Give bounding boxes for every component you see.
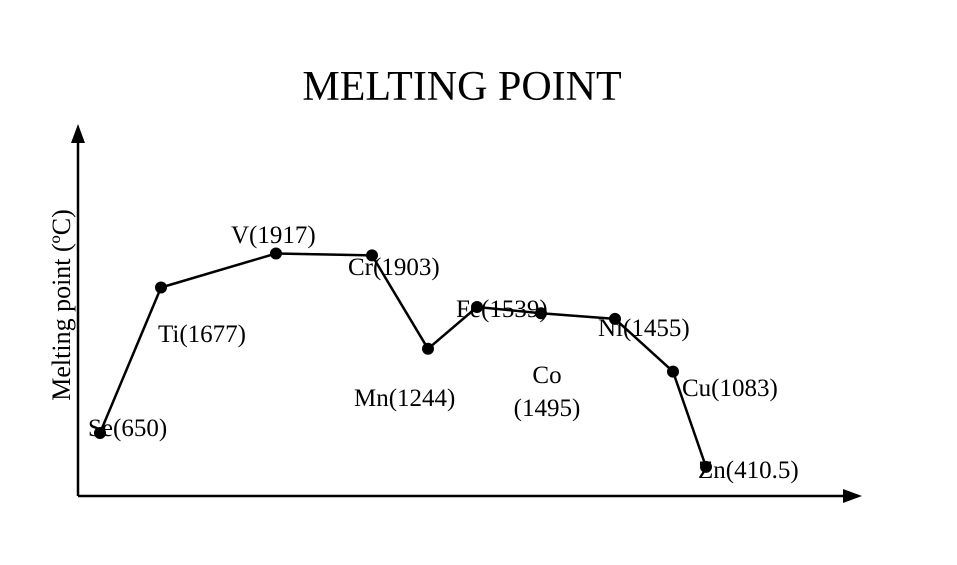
data-point-mn xyxy=(422,342,434,355)
series-1 xyxy=(94,247,712,473)
y-axis-label: Melting point (ºC) xyxy=(47,209,76,401)
data-label-ni: Ni(1455) xyxy=(598,315,690,342)
data-point-ni xyxy=(609,312,621,325)
data-label-ti: Ti(1677) xyxy=(158,321,246,348)
point-labels: Se(650) Ti(1677) V(1917) Cr(1903) Mn(1244) Fe… xyxy=(88,222,799,484)
data-point-v xyxy=(270,247,282,260)
data-point-zn xyxy=(700,460,712,473)
data-label-se: Se(650) xyxy=(88,415,167,442)
x-axis-arrow xyxy=(843,489,862,503)
data-point-co xyxy=(535,307,547,320)
axes xyxy=(71,124,862,503)
chart-title: MELTING POINT xyxy=(302,64,621,110)
data-point-cr xyxy=(366,249,378,262)
data-label-zn: Zn(410.5) xyxy=(698,457,799,484)
data-point-ti xyxy=(155,281,167,294)
data-label-co-line-1: Co xyxy=(532,362,561,389)
data-point-se xyxy=(94,427,106,439)
data-point-cu xyxy=(667,365,679,378)
data-label-co-line-2: (1495) xyxy=(514,395,581,422)
data-label-cr: Cr(1903) xyxy=(348,254,440,281)
data-label-v: V(1917) xyxy=(231,222,316,249)
data-label-cu: Cu(1083) xyxy=(682,375,778,402)
data-point-fe xyxy=(471,301,483,313)
data-label-co: Co (1495) xyxy=(514,362,581,422)
series-line xyxy=(98,252,708,468)
y-axis-arrow xyxy=(71,124,85,143)
data-label-mn: Mn(1244) xyxy=(354,385,455,412)
data-label-fe: Fe(1539) xyxy=(456,296,548,323)
